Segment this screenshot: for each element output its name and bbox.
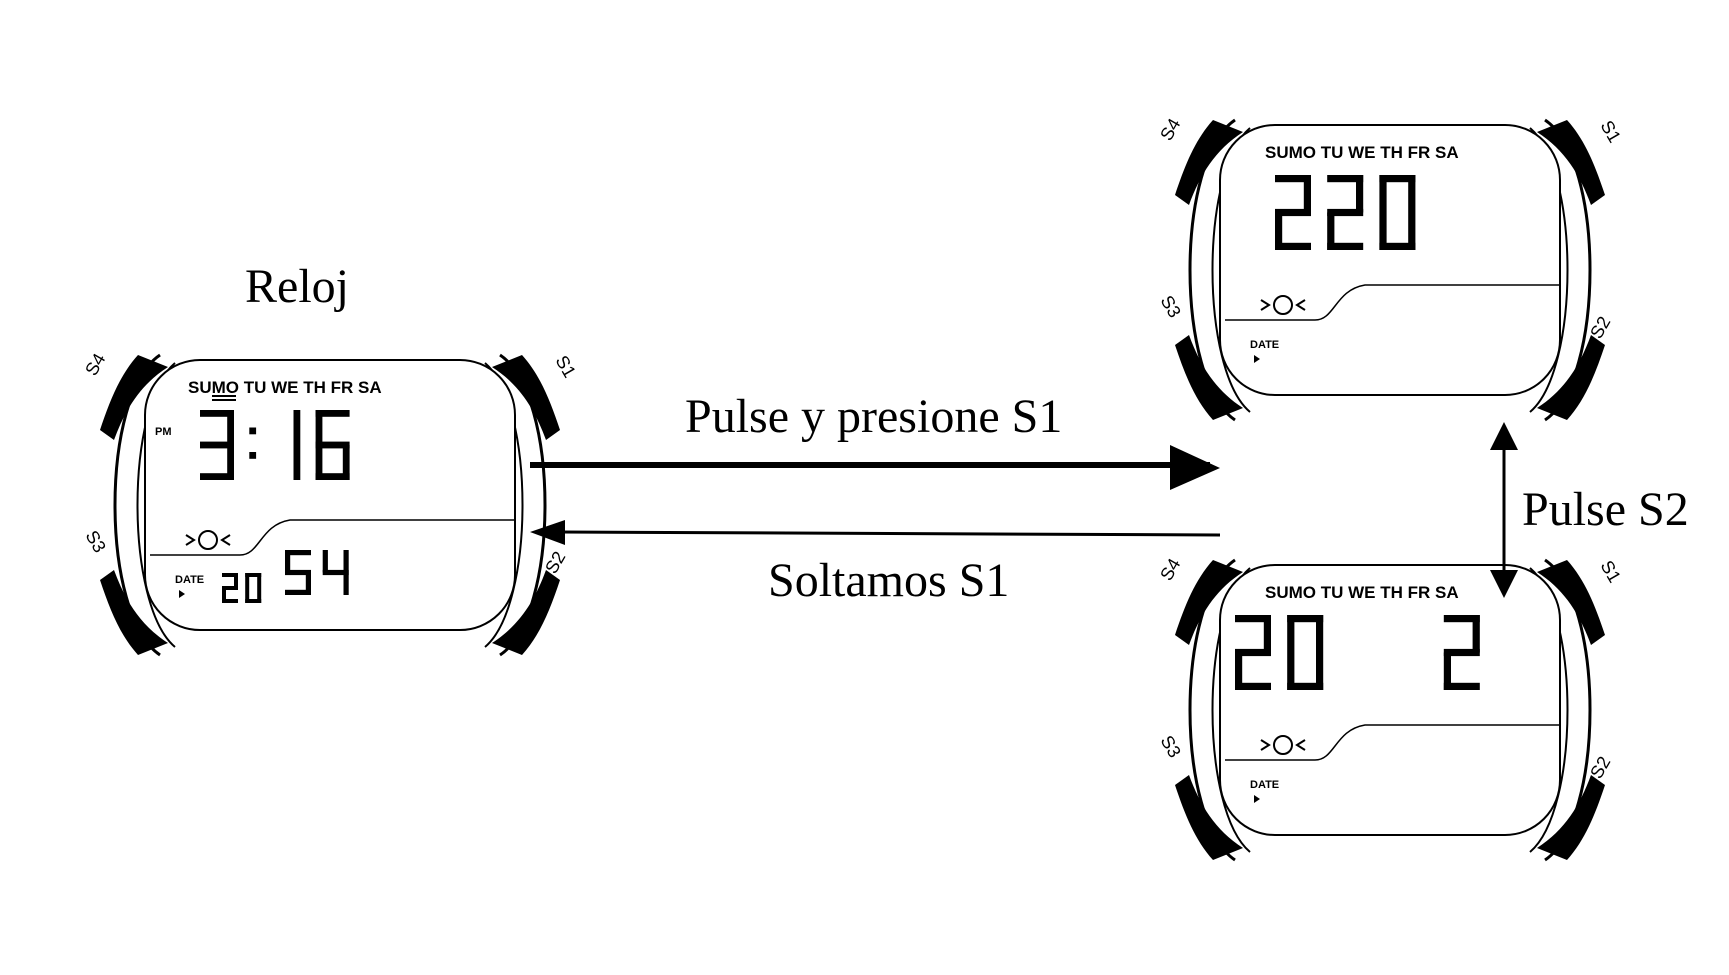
- button-s4[interactable]: [1175, 120, 1243, 205]
- days-row: SUMO TU WE TH FR SA: [1265, 583, 1459, 602]
- label-s1: S1: [1597, 117, 1625, 146]
- button-s3[interactable]: [100, 570, 168, 655]
- button-s3[interactable]: [1175, 335, 1243, 420]
- arrow-vertical-top-head: [1490, 422, 1518, 450]
- button-s2[interactable]: [1537, 775, 1605, 860]
- label-reloj: Reloj: [245, 260, 349, 313]
- lcd-digit: [315, 410, 350, 480]
- label-s1: S1: [1597, 557, 1625, 586]
- button-s2[interactable]: [1537, 335, 1605, 420]
- lcd-digit: [322, 550, 349, 595]
- main-digits: [1275, 175, 1416, 250]
- lcd-digit: [293, 410, 301, 480]
- alarm-icon: [1260, 295, 1306, 315]
- watch-year: SUMO TU WE TH FR SA DATE S4 S1 S3 S2: [1156, 115, 1625, 422]
- lcd-digit: [1275, 175, 1311, 250]
- days-row: SUMO TU WE TH FR SA: [1265, 143, 1459, 162]
- lcd-colon: [249, 427, 257, 459]
- lcd-divider: [1225, 724, 1560, 761]
- arrow-forward-head: [1170, 445, 1220, 490]
- lcd-digit: [1287, 615, 1324, 690]
- watch-date: SUMO TU WE TH FR SA DATE S4 S1 S3 S2: [1156, 555, 1625, 862]
- label-s3: S3: [1157, 292, 1185, 321]
- label-pulse-s2: Pulse S2: [1522, 483, 1689, 536]
- days-row: SUMO TU WE TH FR SA: [188, 378, 382, 397]
- lcd-divider: [150, 519, 515, 556]
- button-s1[interactable]: [1537, 560, 1605, 645]
- lcd-digit: [200, 410, 234, 480]
- label-s3: S3: [1157, 732, 1185, 761]
- main-digits: [200, 410, 350, 480]
- date-label: DATE: [175, 574, 204, 586]
- lcd-face: [1219, 564, 1561, 836]
- label-pulse-presione: Pulse y presione S1: [685, 390, 1062, 443]
- button-s4[interactable]: [1175, 560, 1243, 645]
- lcd-digit: [1379, 175, 1416, 250]
- lcd-digit: [1443, 615, 1480, 690]
- label-s1: S1: [552, 352, 580, 381]
- date-pointer: [1254, 355, 1260, 363]
- arrow-back: [559, 530, 1221, 537]
- date-label: DATE: [1250, 779, 1279, 791]
- watch-clock: SUMO TU WE TH FR SA PM DATE S4 S1 S3 S2: [81, 350, 580, 657]
- label-soltamos: Soltamos S1: [768, 554, 1009, 607]
- lcd-divider: [1225, 284, 1560, 321]
- lcd-face: [1219, 124, 1561, 396]
- alarm-icon: [185, 530, 231, 550]
- lcd-face: [144, 359, 516, 631]
- button-s1[interactable]: [492, 355, 560, 440]
- date-value: [222, 573, 262, 603]
- alarm-icon: [1260, 735, 1306, 755]
- label-s4: S4: [81, 350, 109, 379]
- lcd-digit: [1327, 175, 1364, 250]
- ampm-indicator: PM: [155, 426, 172, 438]
- label-s4: S4: [1156, 555, 1184, 584]
- date-pointer: [179, 590, 185, 598]
- main-digits: [1235, 615, 1480, 690]
- button-s3[interactable]: [1175, 775, 1243, 860]
- seconds-value: [285, 550, 349, 595]
- label-s3: S3: [82, 527, 110, 556]
- button-s2[interactable]: [492, 570, 560, 655]
- lcd-digit: [245, 573, 262, 603]
- button-s1[interactable]: [1537, 120, 1605, 205]
- lcd-digit: [222, 573, 238, 603]
- button-s4[interactable]: [100, 355, 168, 440]
- lcd-digit: [1235, 615, 1271, 690]
- date-pointer: [1254, 795, 1260, 803]
- arrow-vertical-bottom-head: [1490, 570, 1518, 598]
- arrow-back-head: [530, 520, 565, 545]
- date-label: DATE: [1250, 339, 1279, 351]
- lcd-digit: [285, 550, 311, 595]
- label-s4: S4: [1156, 115, 1184, 144]
